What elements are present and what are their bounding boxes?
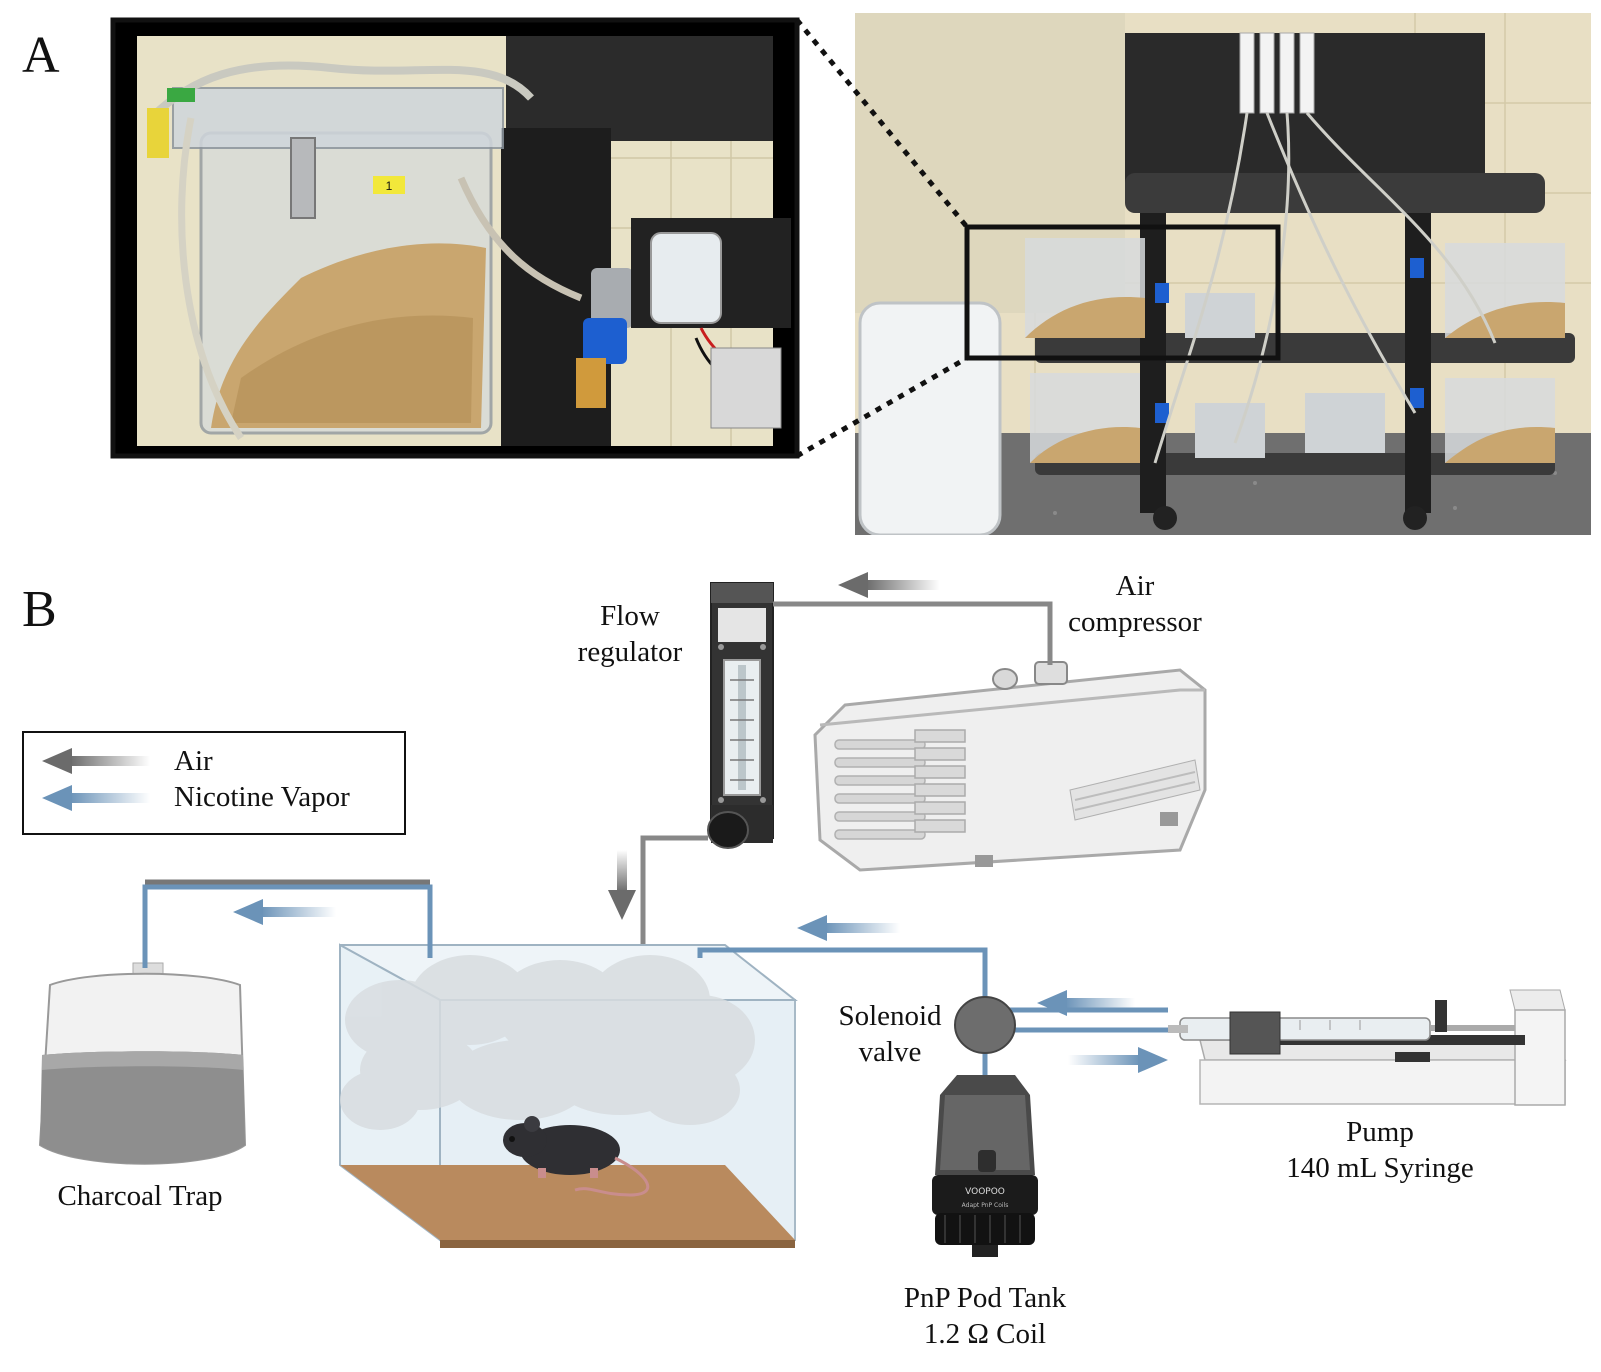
mouse-cage-icon	[339, 943, 798, 1248]
pod-sub: Adapt PnP Coils	[962, 1202, 1009, 1209]
zoom-line-bottom	[795, 355, 969, 459]
legend-vapor-label: Nicotine Vapor	[174, 781, 350, 813]
legend-air-label: Air	[174, 745, 213, 777]
inset-tag: 1	[386, 179, 393, 193]
air-arrow-top	[838, 572, 940, 598]
vapor-arrow-exhaust	[233, 899, 336, 925]
panel-a-label: A	[22, 27, 60, 84]
charcoal-trap-label: Charcoal Trap	[57, 1180, 223, 1212]
legend-air-arrow	[42, 748, 150, 774]
syringe-pump-icon	[1168, 989, 1567, 1106]
legend: Air Nicotine Vapor	[22, 731, 406, 835]
legend-vapor-arrow	[42, 785, 150, 811]
inset-photo: 1	[111, 18, 799, 458]
panel-b-label: B	[22, 581, 57, 638]
zoom-line-top	[795, 18, 969, 229]
flow-regulator-icon	[707, 582, 774, 849]
vapor-arrow-inlet	[797, 915, 900, 941]
zoom-box	[964, 224, 1281, 361]
air-compressor-icon	[813, 661, 1207, 872]
cart-photo	[855, 13, 1591, 535]
air-arrow-down	[608, 850, 636, 920]
charcoal-trap-icon	[38, 962, 247, 1165]
inset-frame	[110, 17, 800, 459]
solenoid-valve-icon	[954, 996, 1016, 1054]
vapor-tube-exhaust	[142, 884, 433, 968]
air-tube-cage	[640, 835, 708, 965]
vapor-tube-inlet	[697, 947, 988, 1010]
pod-brand: VOOPOO	[965, 1187, 1005, 1197]
vapor-arrow-from-pump	[1037, 990, 1135, 1016]
pod-tank-icon: VOOPOO Adapt PnP Coils	[932, 1075, 1038, 1257]
air-tube-compressor	[773, 601, 1053, 665]
vapor-arrow-to-pump	[1068, 1047, 1168, 1073]
